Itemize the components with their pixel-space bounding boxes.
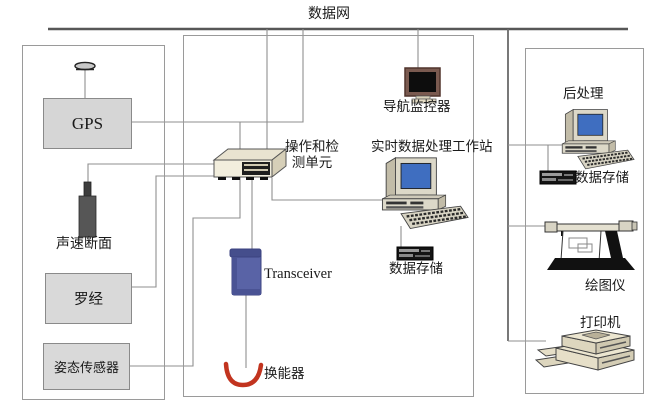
- data-storage-label: 数据存储: [389, 261, 443, 276]
- compass-box: 罗经: [45, 273, 132, 324]
- gps-label: GPS: [71, 113, 104, 133]
- plotter-icon: [544, 220, 638, 270]
- printer-label: 打印机: [580, 315, 621, 330]
- transducer-label: 换能器: [264, 366, 305, 381]
- plotter-label: 绘图仪: [585, 278, 626, 293]
- gps-box: GPS: [43, 98, 132, 149]
- operation-unit-icon: [212, 147, 288, 180]
- nav-monitor-label: 导航监控器: [383, 99, 451, 114]
- left-sensor-group-box: [22, 45, 165, 400]
- transceiver-label: Transceiver: [264, 266, 332, 282]
- printer-icon: [534, 329, 635, 371]
- sound-velocity-label: 声速断面: [56, 237, 112, 252]
- transducer-icon: [223, 361, 264, 388]
- center-processing-group-box: [183, 35, 474, 397]
- sound-velocity-probe-icon: [78, 181, 97, 238]
- post-processing-label: 后处理: [563, 86, 604, 101]
- gps-antenna-icon: [74, 61, 96, 71]
- operation-unit-label: 操作和检 测单元: [285, 139, 339, 171]
- attitude-sensor-label: 姿态传感器: [53, 360, 119, 375]
- data-network-label: 数据网: [308, 7, 350, 22]
- workstation-label: 实时数据处理工作站: [371, 139, 493, 154]
- data-storage-right-label: 数据存储: [575, 170, 629, 185]
- right-output-group-box: [525, 48, 644, 394]
- compass-label: 罗经: [74, 292, 103, 308]
- nav-monitor-icon: [404, 67, 441, 104]
- transceiver-icon: [229, 248, 262, 296]
- attitude-sensor-box: 姿态传感器: [43, 343, 130, 390]
